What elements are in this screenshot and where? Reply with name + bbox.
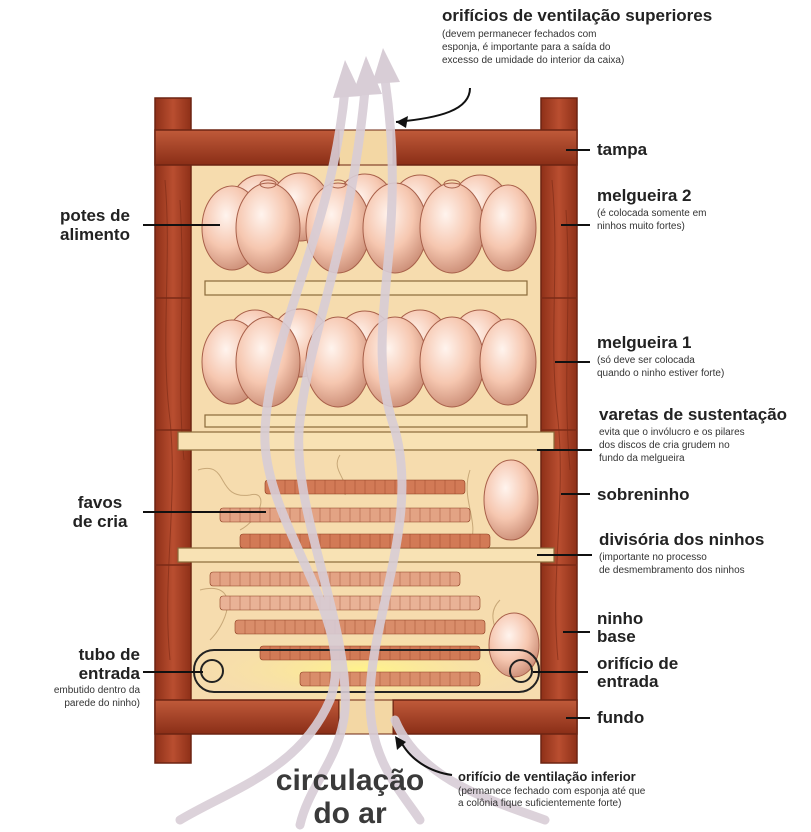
support-rods bbox=[178, 432, 554, 450]
label-support-rods: varetas de sustentação bbox=[599, 406, 787, 424]
label-entry-tube-1: tubo de bbox=[40, 646, 140, 664]
note-top-vents-2: esponja, é importante para a saída do bbox=[442, 42, 742, 54]
label-food-pots-1: potes de bbox=[45, 207, 145, 225]
lid-boards bbox=[155, 130, 577, 165]
note-bottom-vent-1: (permanece fechado com esponja até que bbox=[458, 786, 758, 798]
note-super2-2: ninhos muito fortes) bbox=[597, 221, 797, 233]
label-entry-hole-1: orifício de bbox=[597, 655, 678, 673]
label-base-nest-1: ninho bbox=[597, 610, 643, 628]
label-lid: tampa bbox=[597, 141, 647, 159]
label-air-flow-1: circulação bbox=[255, 766, 445, 796]
label-food-pots-2: alimento bbox=[45, 226, 145, 244]
note-entry-tube-2: parede do ninho) bbox=[5, 698, 140, 710]
note-nest-divider-1: (importante no processo bbox=[599, 552, 809, 564]
note-support-rods-3: fundo da melgueira bbox=[599, 453, 809, 465]
label-entry-hole-2: entrada bbox=[597, 673, 658, 691]
label-air-flow-2: do ar bbox=[255, 799, 445, 829]
label-super2: melgueira 2 bbox=[597, 187, 692, 205]
note-entry-tube-1: embutido dentro da bbox=[5, 685, 140, 697]
label-super1: melgueira 1 bbox=[597, 334, 692, 352]
label-top-vents: orifícios de ventilação superiores bbox=[442, 7, 782, 25]
nest-divider bbox=[178, 548, 554, 562]
note-top-vents-1: (devem permanecer fechados com bbox=[442, 29, 742, 41]
note-bottom-vent-2: a colônia fique suficientemente forte) bbox=[458, 798, 758, 810]
note-top-vents-3: excesso de umidade do interior da caixa) bbox=[442, 55, 742, 67]
note-support-rods-2: dos discos de cria grudem no bbox=[599, 440, 809, 452]
note-super1-1: (só deve ser colocada bbox=[597, 355, 797, 367]
note-nest-divider-2: de desmembramento dos ninhos bbox=[599, 565, 809, 577]
entry-glow bbox=[195, 635, 535, 705]
label-brood-combs-1: favos bbox=[55, 494, 145, 512]
label-bottom: fundo bbox=[597, 709, 644, 727]
label-upper-nest: sobreninho bbox=[597, 486, 690, 504]
label-bottom-vent: orifício de ventilação inferior bbox=[458, 770, 636, 784]
label-entry-tube-2: entrada bbox=[40, 665, 140, 683]
note-super1-2: quando o ninho estiver forte) bbox=[597, 368, 807, 380]
label-nest-divider: divisória dos ninhos bbox=[599, 531, 764, 549]
note-support-rods-1: evita que o invólucro e os pilares bbox=[599, 427, 809, 439]
label-base-nest-2: base bbox=[597, 628, 636, 646]
label-brood-combs-2: de cria bbox=[55, 513, 145, 531]
note-super2-1: (é colocada somente em bbox=[597, 208, 797, 220]
